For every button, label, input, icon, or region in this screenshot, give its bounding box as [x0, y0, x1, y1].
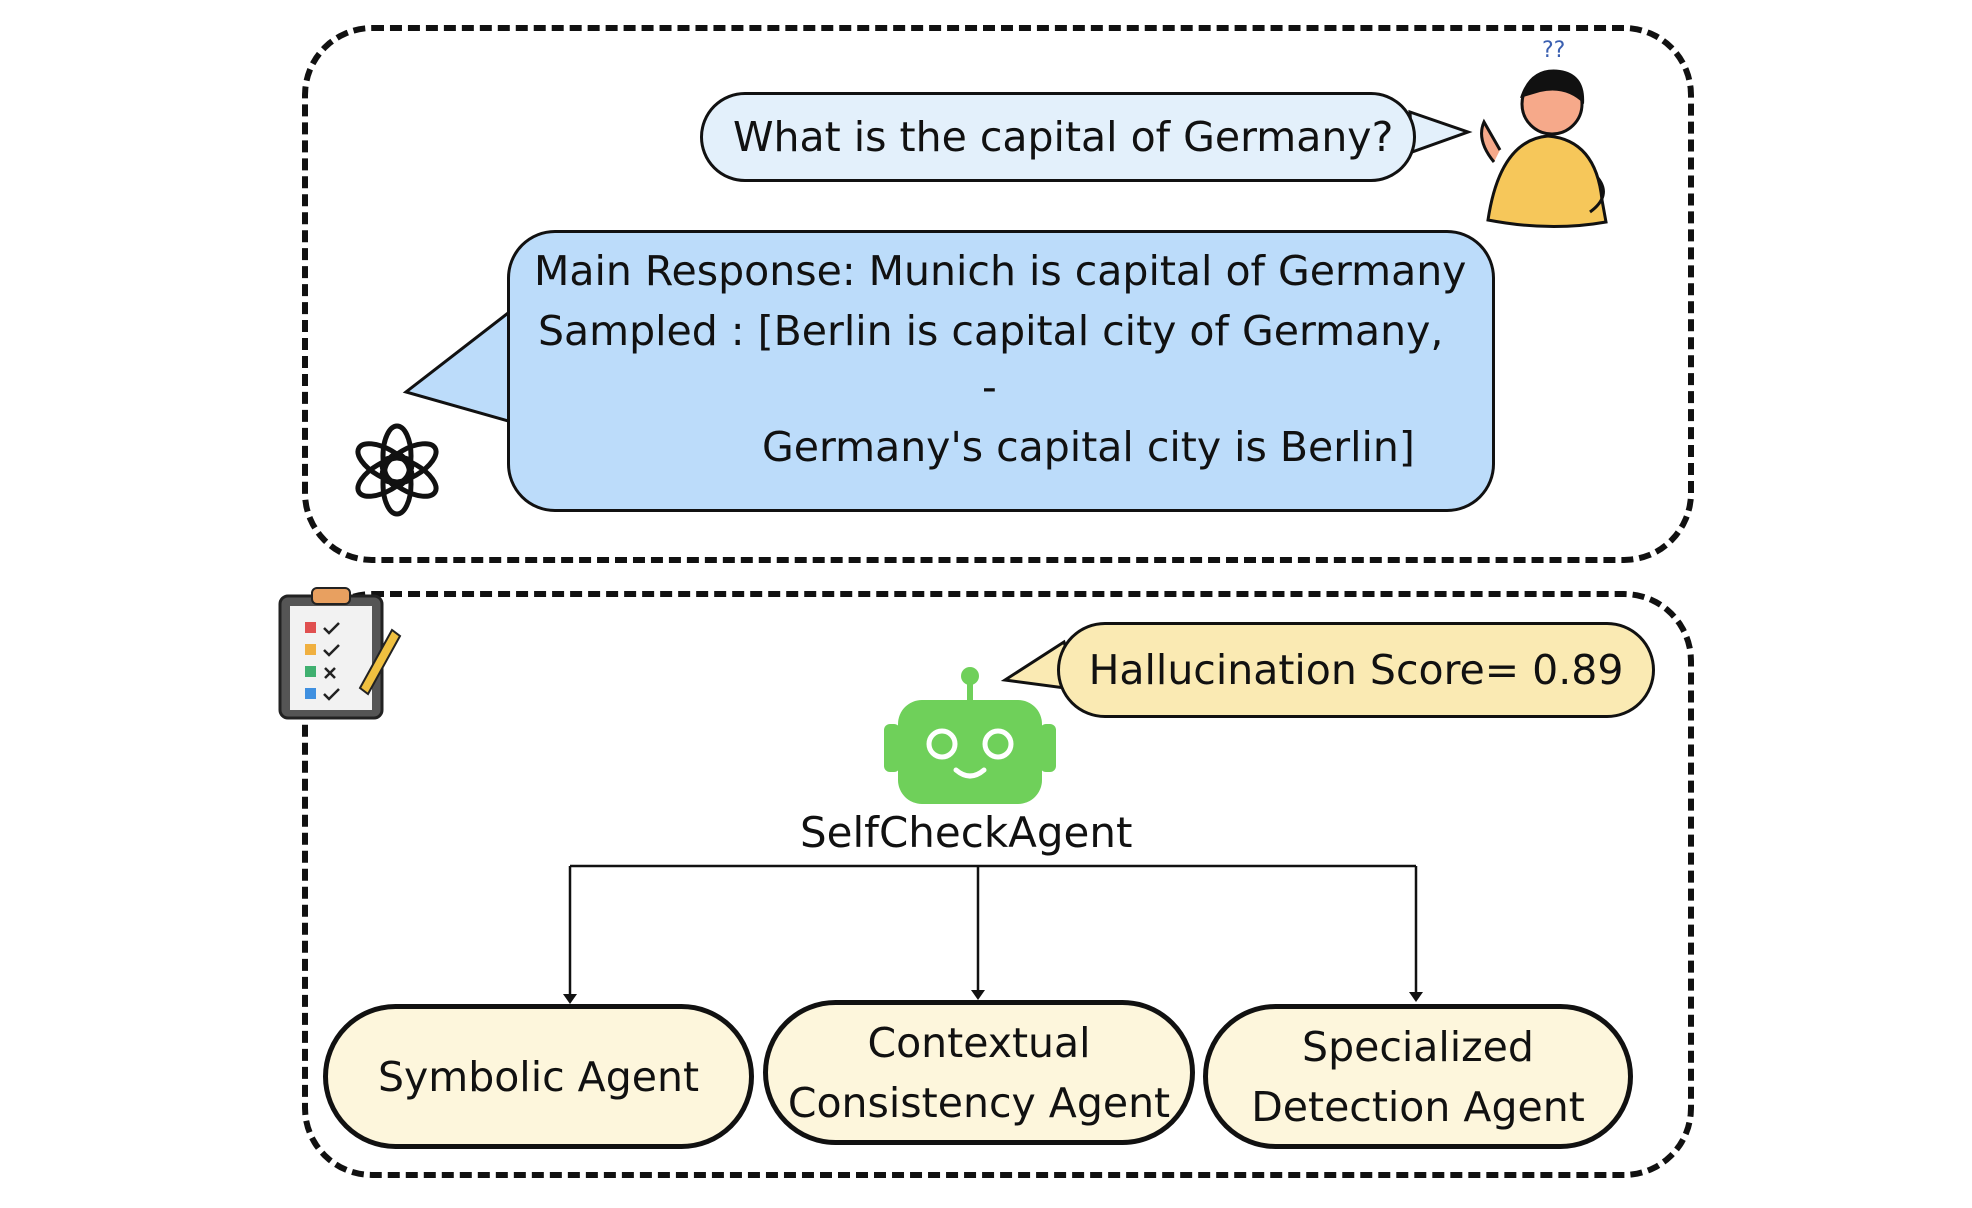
- sampled-last-line: Germany's capital city is Berlin]: [762, 423, 1415, 471]
- openai-logo-icon: [355, 423, 439, 517]
- specialized-detection-agent-box: Specialized Detection Agent: [1203, 1004, 1633, 1149]
- agent-label-line: Consistency Agent: [787, 1078, 1171, 1127]
- agent-label-line: Contextual: [867, 1018, 1091, 1067]
- question-bubble-tail: [1408, 109, 1473, 155]
- sampled-line: Sampled : [Berlin is capital city of Ger…: [538, 307, 1444, 355]
- agent-label-line: Specialized: [1302, 1022, 1534, 1071]
- sampled-separator: -: [982, 363, 997, 411]
- hallucination-score-text: Hallucination Score= 0.89: [1088, 646, 1624, 694]
- hallucination-score-bubble: Hallucination Score= 0.89: [1057, 622, 1655, 718]
- agent-panel: [302, 591, 1694, 1178]
- agent-label-line: Symbolic Agent: [377, 1052, 700, 1101]
- selfcheck-agent-label: SelfCheckAgent: [800, 808, 1133, 857]
- conversation-panel: [302, 25, 1694, 563]
- robot-icon: [884, 667, 1056, 804]
- user-icon: [1480, 69, 1608, 229]
- response-bubble: Main Response: Munich is capital of Germ…: [507, 230, 1495, 512]
- question-bubble: What is the capital of Germany?: [700, 92, 1416, 182]
- user-confused-mark: ??: [1542, 38, 1566, 63]
- main-response-line: Main Response: Munich is capital of Germ…: [534, 247, 1467, 295]
- connector-arrowheads: [563, 990, 1423, 1004]
- question-text: What is the capital of Germany?: [733, 113, 1394, 161]
- agent-label-line: Detection Agent: [1251, 1082, 1585, 1131]
- symbolic-agent-box: Symbolic Agent: [323, 1004, 754, 1149]
- contextual-consistency-agent-box: Contextual Consistency Agent: [763, 1000, 1195, 1145]
- connector-lines: [568, 864, 1418, 1002]
- clipboard-checklist-icon: [278, 587, 402, 720]
- response-bubble-tail: [402, 306, 514, 424]
